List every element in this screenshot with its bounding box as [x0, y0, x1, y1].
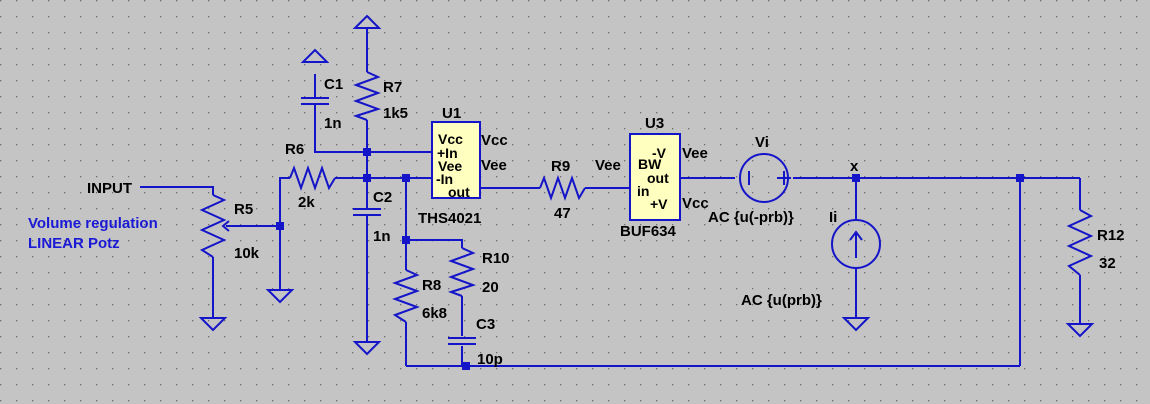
u3-part: BUF634: [620, 223, 677, 240]
voltage-source-vi: [739, 153, 791, 203]
ground-symbols: [198, 14, 1095, 356]
r9-value: 47: [554, 205, 571, 222]
u3-pin-out: out: [647, 170, 669, 186]
r12-value: 32: [1099, 255, 1116, 272]
capacitor-c2: [353, 204, 381, 221]
resistor-r7: [352, 71, 382, 121]
u3-pin-in: in: [637, 183, 649, 199]
junction-dot: [276, 222, 284, 230]
ground-icon: [352, 341, 382, 356]
note-line-2: LINEAR Potz: [28, 235, 120, 252]
r5-value: 10k: [234, 245, 260, 262]
u3-pin-minus-v: -V: [652, 145, 667, 161]
r7-name: R7: [383, 79, 402, 96]
ground-icon: [265, 289, 295, 304]
r10-value: 20: [482, 279, 499, 296]
ii-value: AC {u(prb)}: [741, 292, 822, 309]
u3-pin-bw: BW: [638, 156, 662, 172]
u1-pin-out: out: [448, 184, 470, 200]
c2-value: 1n: [373, 228, 391, 245]
c3-name: C3: [476, 316, 495, 333]
u1-net-vee: Vee: [481, 157, 507, 174]
u1-pin-vcc: Vcc: [438, 131, 463, 147]
u1-part: THS4021: [418, 210, 481, 227]
junction-dot: [402, 236, 410, 244]
r8-value: 6k8: [422, 305, 447, 322]
vi-value: AC {u(-prb)}: [708, 209, 794, 226]
junction-dot: [852, 174, 860, 182]
junction-dot: [363, 174, 371, 182]
wires: [140, 28, 1081, 367]
junction-dot: [402, 174, 410, 182]
vi-name: Vi: [755, 134, 769, 151]
r12-name: R12: [1097, 227, 1125, 244]
r6-name: R6: [285, 141, 304, 158]
capacitor-c3: [448, 337, 476, 345]
r6-value: 2k: [298, 194, 315, 211]
junction-dot: [1016, 174, 1024, 182]
u1-pin-vee: Vee: [438, 158, 462, 174]
junction-dot: [363, 148, 371, 156]
opamp-u1-body: [431, 121, 481, 199]
u3-net-vee: Vee: [682, 145, 708, 162]
net-label-x: x: [850, 158, 859, 175]
c1-value: 1n: [324, 115, 342, 132]
ground-icon: [841, 317, 871, 332]
u3-net-vcc: Vcc: [682, 195, 709, 212]
resistor-r10: [447, 247, 477, 297]
resistor-r8: [392, 269, 420, 323]
u1-pin-plus-in: +In: [437, 145, 458, 161]
ground-icon: [352, 14, 382, 29]
c3-value: 10p: [477, 351, 503, 368]
u3-pin-plus-v: +V: [650, 196, 668, 212]
note-line-1: Volume regulation: [28, 215, 158, 232]
current-source-ii: [831, 219, 881, 269]
junctions: [276, 148, 1024, 370]
capacitor-c1: [301, 88, 329, 108]
u3-name: U3: [645, 115, 664, 132]
junction-dot: [462, 362, 470, 370]
ground-icon: [198, 317, 228, 332]
ii-name: Ii: [829, 209, 837, 226]
u1-net-vcc: Vcc: [481, 132, 508, 149]
r5-name: R5: [234, 201, 253, 218]
u1-pin-minus-in: -In: [436, 171, 453, 187]
buffer-u3-body: [629, 133, 681, 221]
r8-name: R8: [422, 277, 441, 294]
ground-icon: [1065, 323, 1095, 338]
r10-name: R10: [482, 250, 510, 267]
input-net-label: INPUT: [87, 180, 132, 197]
resistor-r12: [1066, 209, 1094, 276]
c1-name: C1: [324, 76, 343, 93]
resistor-r6: [289, 164, 336, 192]
ground-icon: [300, 48, 330, 63]
resistor-r9: [539, 174, 586, 202]
r9-name: R9: [551, 158, 570, 175]
c2-name: C2: [373, 189, 392, 206]
resistor-r5: [199, 194, 227, 258]
potentiometer-wiper-arrow: [221, 220, 237, 232]
u1-name: U1: [442, 105, 461, 122]
u3-net-vee-in: Vee: [595, 157, 621, 174]
r7-value: 1k5: [383, 105, 408, 122]
